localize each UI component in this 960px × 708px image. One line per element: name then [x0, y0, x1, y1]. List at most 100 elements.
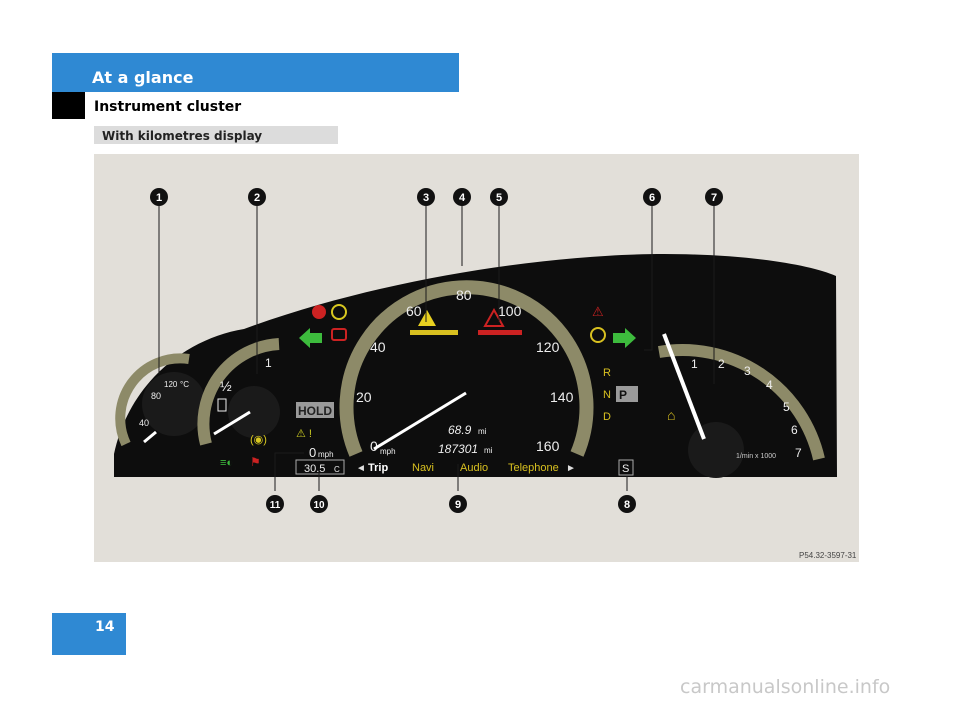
esp-warning-icon: ⚠ !	[296, 428, 312, 440]
speed-tick-140: 140	[550, 389, 574, 405]
cluster-housing	[114, 254, 837, 477]
temp-needle	[143, 430, 157, 444]
speed-readout: 0	[309, 445, 316, 460]
right-turn-signal-icon	[613, 328, 636, 348]
callout-marker	[453, 188, 471, 206]
callout-marker	[705, 188, 723, 206]
figure-reference: P54.32-3597-31	[799, 551, 857, 560]
trip-unit: mi	[478, 427, 487, 436]
tacho-unit: 1/min x 1000	[736, 453, 776, 460]
callout-marker	[310, 495, 328, 513]
gear-n: N	[603, 389, 611, 401]
s-mode-box	[618, 459, 634, 476]
general-warning-icon	[418, 310, 436, 326]
temp-unit: °C	[180, 380, 189, 389]
callout-label: 10	[313, 500, 325, 511]
speed-tick-160: 160	[536, 438, 560, 454]
tacho-tick-3: 3	[744, 364, 751, 378]
header-marker	[52, 92, 85, 119]
watermark: carmanualsonline.info	[680, 676, 891, 698]
instrument-cluster-figure: 80 40 120 °C 1 ½ HOLD ⚠ ! 0 mph 30.5 C ≡…	[94, 154, 859, 562]
distronic-bar-left	[410, 330, 458, 335]
section-title: At a glance	[92, 68, 194, 87]
callout-label: 11	[270, 500, 281, 511]
trip-distance: 68.9	[448, 423, 472, 437]
temp-tick-40: 40	[139, 418, 149, 428]
callout-marker	[248, 188, 266, 206]
menu-right-arrow-icon: ►	[566, 463, 576, 474]
headlamp-icon: ≡◐	[220, 457, 233, 469]
callout-label: 9	[455, 499, 461, 511]
callout-marker	[618, 495, 636, 513]
fuel-pump-icon	[217, 398, 227, 412]
callout-label: 7	[711, 192, 717, 204]
parking-brake-icon	[312, 305, 326, 319]
subsection-title: Instrument cluster	[94, 99, 242, 115]
callout-label: 2	[254, 192, 260, 204]
fuel-needle	[213, 410, 251, 436]
tachometer-hub	[688, 422, 744, 478]
s-mode-label: S	[622, 463, 629, 475]
temp-gauge-arc	[115, 353, 190, 447]
temp-tick-120: 120	[164, 380, 178, 389]
distronic-bar-right	[478, 330, 522, 335]
tire-pressure-icon	[590, 327, 606, 343]
tachometer-arc	[657, 344, 825, 461]
callout-marker	[643, 188, 661, 206]
speed-tick-80: 80	[456, 287, 472, 303]
speed-tick-120: 120	[536, 339, 560, 355]
page-number-box: 14	[52, 613, 126, 655]
callout-label: 8	[624, 499, 630, 511]
instrument-cluster-illustration: 80 40 120 °C 1 ½ HOLD ⚠ ! 0 mph 30.5 C ≡…	[114, 188, 857, 560]
callout-markers: 1 2 3 4 5 6 7 8 9 10 11	[150, 188, 723, 513]
section-header-bar: At a glance	[52, 53, 459, 92]
hold-indicator	[296, 402, 334, 418]
tacho-tick-5: 5	[783, 400, 790, 414]
tacho-tick-1: 1	[691, 357, 698, 371]
gear-selected-box	[616, 386, 638, 402]
menu-telephone[interactable]: Telephone	[508, 462, 559, 474]
outside-temp-value: 30.5	[304, 463, 325, 475]
seatbelt-icon: ⚑	[250, 455, 261, 469]
fuel-gauge-hub	[228, 386, 280, 438]
outside-temp-unit: C	[334, 465, 340, 474]
callout-marker	[150, 188, 168, 206]
fuel-tick-full: 1	[265, 356, 272, 370]
callout-label: 3	[423, 192, 429, 204]
menu-trip[interactable]: Trip	[368, 462, 388, 474]
figure-caption-bar: With kilometres display	[94, 126, 338, 144]
callout-marker	[490, 188, 508, 206]
callout-marker	[266, 495, 284, 513]
speed-tick-0: 0	[370, 438, 378, 454]
callout-label: 4	[459, 192, 466, 204]
tire-pressure-red-icon: ⚠	[592, 304, 604, 319]
gear-d: D	[603, 411, 611, 423]
speed-tick-60: 60	[406, 303, 422, 319]
callout-label: 1	[156, 192, 162, 204]
tacho-tick-6: 6	[791, 423, 798, 437]
menu-audio[interactable]: Audio	[460, 462, 488, 474]
temp-tick-80: 80	[151, 391, 161, 401]
speed-tick-20: 20	[356, 389, 372, 405]
callout-marker	[449, 495, 467, 513]
speed-readout-unit: mph	[318, 450, 334, 459]
brake-pad-icon: (◉)	[250, 434, 267, 446]
gear-selected: P	[619, 388, 627, 402]
speed-tick-40: 40	[370, 339, 386, 355]
figure-caption: With kilometres display	[102, 129, 263, 143]
tacho-tick-2: 2	[718, 357, 725, 371]
odometer: 187301	[438, 442, 478, 456]
callout-marker	[417, 188, 435, 206]
speedometer-needle	[373, 391, 467, 451]
tachometer-needle	[662, 333, 706, 440]
menu-navi[interactable]: Navi	[412, 462, 434, 474]
odometer-unit: mi	[484, 446, 493, 455]
fuel-tick-half: ½	[220, 378, 232, 394]
hold-label: HOLD	[298, 404, 332, 418]
brake-warning-icon	[331, 328, 347, 341]
temp-gauge-hub	[142, 372, 206, 436]
speed-unit: mph	[380, 447, 396, 456]
gear-r: R	[603, 367, 611, 379]
check-engine-icon: ⌂	[667, 407, 675, 423]
page-number: 14	[95, 619, 115, 635]
